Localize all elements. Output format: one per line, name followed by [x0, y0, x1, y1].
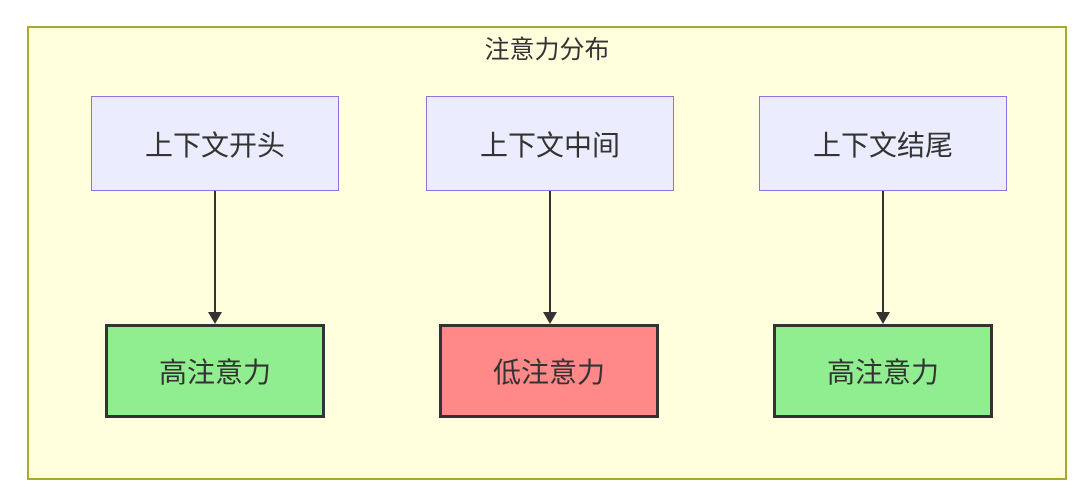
edge-start-to-high-attention: [207, 191, 223, 324]
node-context-middle: 上下文中间: [426, 96, 674, 191]
node-context-end: 上下文结尾: [759, 96, 1007, 191]
node-context-end-label: 上下文结尾: [812, 128, 953, 162]
node-high-attention-1: 高注意力: [105, 324, 325, 418]
edge-line: [549, 191, 551, 313]
node-high-attention-2: 高注意力: [773, 324, 993, 418]
edge-line: [882, 191, 884, 313]
attention-distribution-cluster: 注意力分布 上下文开头 上下文中间 上下文结尾 高注意力 低注意力: [27, 26, 1067, 480]
node-high-attention-2-label: 高注意力: [826, 356, 939, 389]
edge-middle-to-low-attention: [542, 191, 558, 324]
edge-end-to-high-attention: [875, 191, 891, 324]
node-high-attention-1-label: 高注意力: [158, 356, 271, 389]
node-context-middle-label: 上下文中间: [479, 128, 620, 162]
node-low-attention-label: 低注意力: [492, 356, 605, 389]
arrowhead-down-icon: [543, 312, 557, 324]
edge-line: [214, 191, 216, 313]
node-low-attention: 低注意力: [439, 324, 659, 418]
diagram-title: 注意力分布: [484, 35, 610, 64]
arrowhead-down-icon: [876, 312, 890, 324]
node-context-start-label: 上下文开头: [144, 128, 285, 162]
node-context-start: 上下文开头: [91, 96, 339, 191]
arrowhead-down-icon: [208, 312, 222, 324]
